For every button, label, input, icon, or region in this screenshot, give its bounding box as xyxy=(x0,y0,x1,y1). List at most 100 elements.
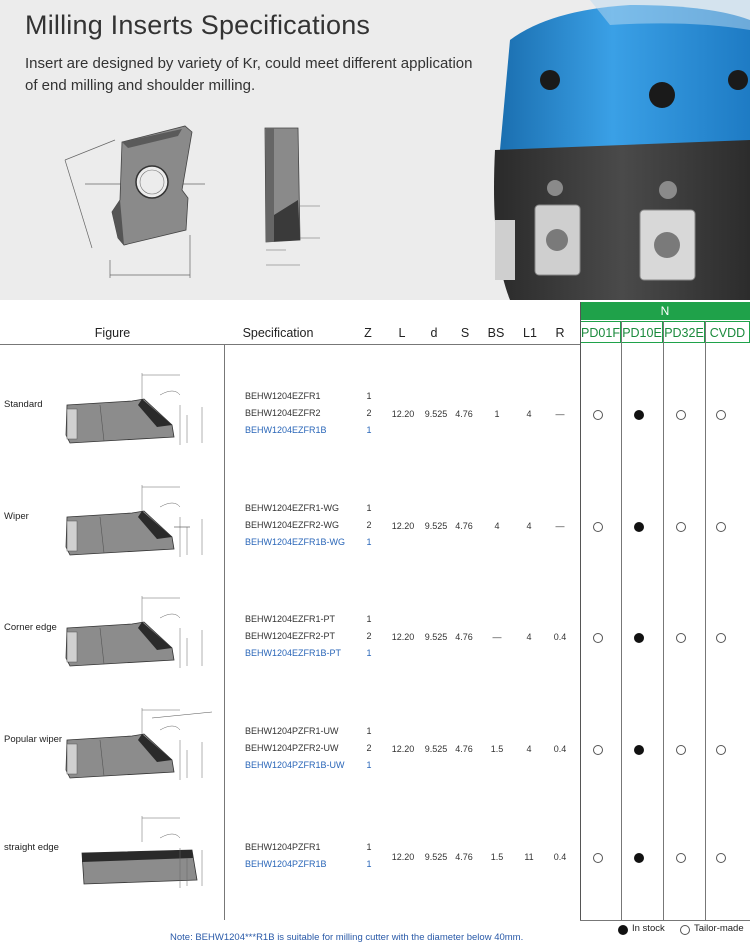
header-r: R xyxy=(555,326,565,340)
spec-code: BEHW1204PZFR1 xyxy=(245,842,321,852)
value-l1: 11 xyxy=(524,852,534,862)
header-bs: BS xyxy=(487,326,505,340)
value-d: 9.525 xyxy=(424,744,448,754)
footer-rule xyxy=(580,920,750,921)
tailor-made-legend: Tailor-made xyxy=(694,923,744,934)
hero-banner: Milling Inserts Specifications Insert ar… xyxy=(0,0,750,300)
tailor-made-marker xyxy=(716,410,726,420)
z-value: 1 xyxy=(366,536,372,547)
value-l: 12.20 xyxy=(391,852,415,862)
tailor-made-marker xyxy=(676,745,686,755)
grade-header-pd10e: PD10E xyxy=(621,321,663,343)
header-l1: L1 xyxy=(523,326,537,340)
tailor-made-marker xyxy=(716,633,726,643)
tailor-made-legend-icon xyxy=(680,925,690,935)
z-value: 1 xyxy=(366,842,372,852)
tailor-made-marker xyxy=(593,853,603,863)
tailor-made-marker xyxy=(593,522,603,532)
tailor-made-marker xyxy=(716,745,726,755)
row-label: Standard xyxy=(4,399,43,410)
page-title: Milling Inserts Specifications xyxy=(25,10,371,40)
in-stock-legend: In stock xyxy=(632,923,665,934)
z-value: 2 xyxy=(366,407,372,418)
grade-column-rule-3 xyxy=(663,321,664,920)
grade-column-rule-4 xyxy=(705,321,706,920)
spec-code: BEHW1204EZFR1-PT xyxy=(245,613,336,624)
tailor-made-marker xyxy=(676,633,686,643)
header-d: d xyxy=(430,326,438,340)
spec-code: BEHW1204EZFR1-WG xyxy=(245,502,340,513)
value-d: 9.525 xyxy=(424,852,448,862)
header-s: S xyxy=(460,326,470,340)
spec-code: BEHW1204EZFR2-WG xyxy=(245,519,340,530)
value-r: 0.4 xyxy=(553,744,567,754)
in-stock-marker xyxy=(634,745,644,755)
tailor-made-marker xyxy=(676,410,686,420)
insert-figure-standard xyxy=(62,365,222,450)
grade-header-cvdd: CVDD xyxy=(705,321,750,343)
header-specification: Specification xyxy=(242,326,314,340)
z-value: 2 xyxy=(366,742,372,753)
z-value: 1 xyxy=(366,759,372,770)
value-l1: 4 xyxy=(526,632,532,642)
row-label: Popular wiper xyxy=(4,734,63,745)
value-s: 4.76 xyxy=(455,521,473,531)
in-stock-marker xyxy=(634,633,644,643)
tailor-made-marker xyxy=(593,633,603,643)
insert-figure-wiper xyxy=(62,477,222,562)
header-z: Z xyxy=(364,326,372,340)
value-s: 4.76 xyxy=(455,632,473,642)
insert-figure-popular xyxy=(62,700,222,785)
value-r: 0.4 xyxy=(553,852,567,862)
in-stock-marker xyxy=(634,853,644,863)
spec-code: BEHW1204EZFR1B xyxy=(245,424,327,435)
z-value: 2 xyxy=(366,519,372,530)
value-bs: 1.5 xyxy=(490,852,504,862)
insert-figure-straight xyxy=(62,808,222,893)
value-bs: — xyxy=(492,632,502,642)
z-value: 1 xyxy=(366,859,372,869)
tailor-made-marker xyxy=(676,522,686,532)
hero-description: Insert are designed by variety of Kr, co… xyxy=(25,55,473,94)
header-rule xyxy=(0,344,580,345)
value-s: 4.76 xyxy=(455,744,473,754)
grade-header-pd32e: PD32E xyxy=(663,321,705,343)
z-value: 1 xyxy=(366,424,372,435)
header-l: L xyxy=(398,326,406,340)
value-l1: 4 xyxy=(526,744,532,754)
grade-header-pd01f: PD01F xyxy=(580,321,621,343)
value-bs: 1.5 xyxy=(490,744,504,754)
z-values: 1 2 1 xyxy=(364,500,374,551)
value-s: 4.76 xyxy=(455,409,473,419)
figure-column-rule xyxy=(224,344,225,920)
value-l: 12.20 xyxy=(391,632,415,642)
spec-code: BEHW1204EZFR1B-PT xyxy=(245,647,342,658)
z-values: 1 2 1 xyxy=(364,388,374,439)
grade-column-rule-1 xyxy=(580,302,581,920)
spec-code: BEHW1204EZFR2-PT xyxy=(245,630,336,641)
value-d: 9.525 xyxy=(424,409,448,419)
tailor-made-marker xyxy=(676,853,686,863)
value-d: 9.525 xyxy=(424,632,448,642)
grade-column-rule-2 xyxy=(621,321,622,920)
z-value: 2 xyxy=(366,630,372,641)
value-l: 12.20 xyxy=(391,744,415,754)
value-d: 9.525 xyxy=(424,521,448,531)
spec-code: BEHW1204EZFR1B-WG xyxy=(245,536,346,547)
spec-code: BEHW1204EZFR1 xyxy=(245,390,321,401)
grade-group-header: N xyxy=(580,302,750,320)
value-bs: 4 xyxy=(494,521,500,531)
value-s: 4.76 xyxy=(455,852,473,862)
tailor-made-marker xyxy=(593,745,603,755)
z-value: 1 xyxy=(366,502,372,513)
row-label: Wiper xyxy=(4,511,29,522)
milling-cutter-image xyxy=(494,0,750,300)
z-value: 1 xyxy=(366,613,372,624)
insert-drawing xyxy=(64,125,320,278)
z-value: 1 xyxy=(366,390,372,401)
footnote: Note: BEHW1204***R1B is suitable for mil… xyxy=(170,932,524,943)
